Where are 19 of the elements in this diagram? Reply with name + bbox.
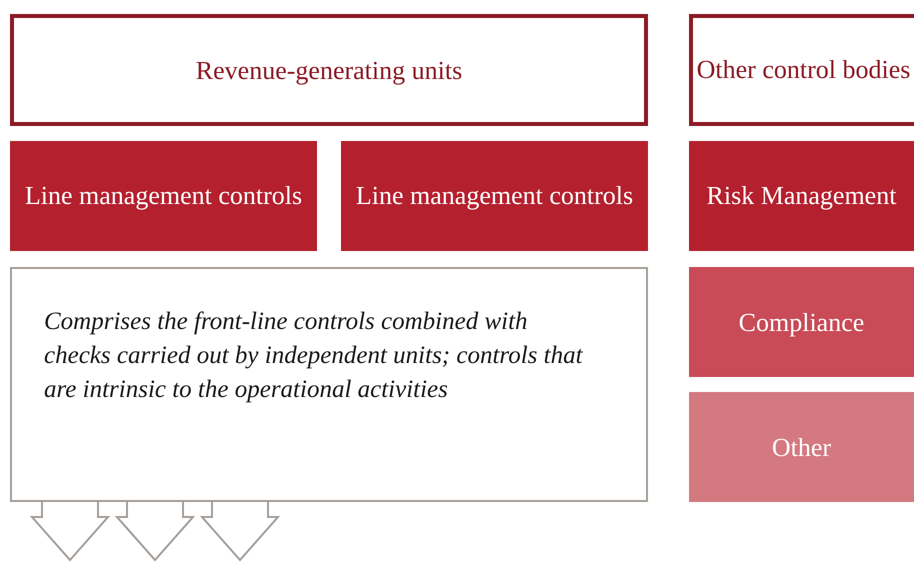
control-body-box <box>689 14 914 126</box>
box-label: Line management controls <box>356 180 634 212</box>
control-box <box>10 141 317 251</box>
box-label: Compliance <box>738 306 864 338</box>
control-box <box>689 141 914 251</box>
box-label: Line management controls <box>24 180 302 212</box>
control-box <box>341 141 648 251</box>
box-label: Comprises the front-line controls combined with checks carried out by independent units; controls that are intrinsic to the operational activities <box>44 307 584 405</box>
down-arrow <box>200 501 280 562</box>
control-box <box>689 392 914 502</box>
box-label: Other <box>772 432 832 464</box>
down-arrow <box>30 501 110 562</box>
description-box <box>10 267 648 502</box>
down-arrow <box>114 501 196 562</box>
unit-box <box>10 14 648 126</box>
box-label: Risk Management <box>706 180 896 212</box>
box-label: Other control bodies <box>696 54 910 86</box>
box-label: Revenue-generating units <box>196 54 462 87</box>
control-box <box>689 267 914 377</box>
